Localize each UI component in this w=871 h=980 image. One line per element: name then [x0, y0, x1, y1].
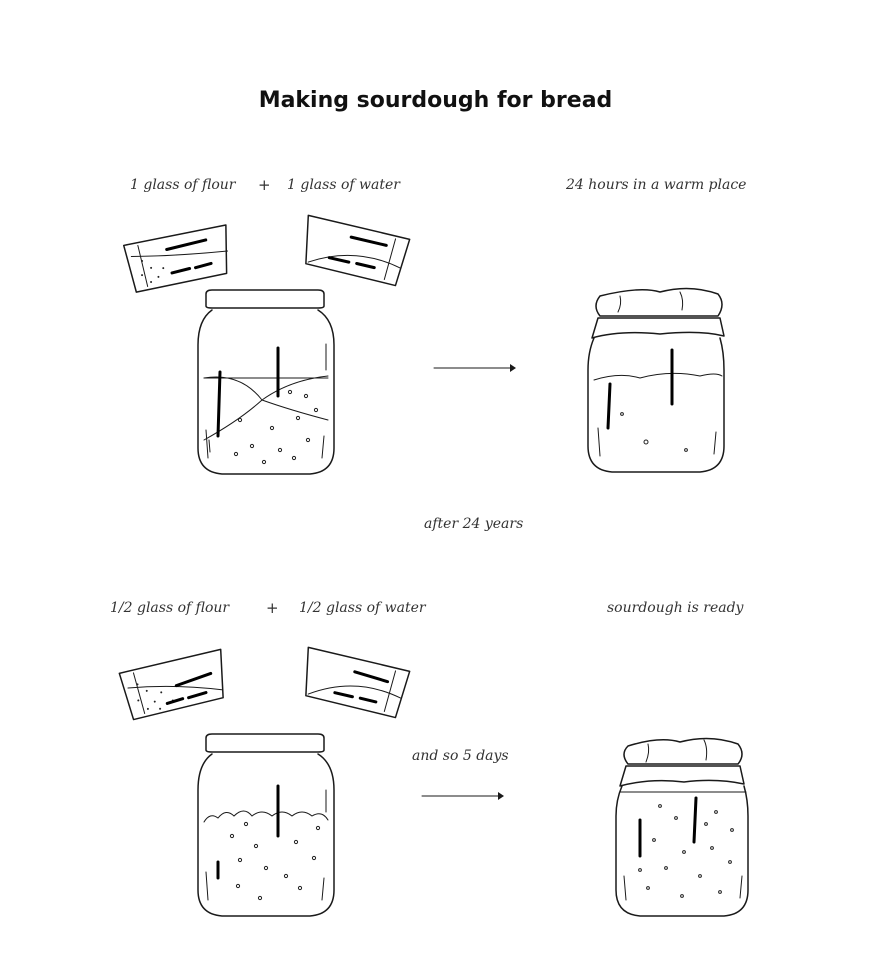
- covered-jar-icon: [616, 738, 748, 916]
- open-jar-icon: [198, 290, 334, 474]
- glass-of-flour-icon: [118, 649, 230, 720]
- open-jar-icon: [198, 734, 334, 916]
- covered-jar-icon: [588, 288, 724, 472]
- glass-of-water-icon: [299, 647, 411, 718]
- glass-of-flour-icon: [123, 225, 234, 293]
- arrow-right-icon: [434, 364, 516, 372]
- arrow-right-icon: [422, 792, 504, 800]
- glass-of-water-icon: [299, 215, 411, 286]
